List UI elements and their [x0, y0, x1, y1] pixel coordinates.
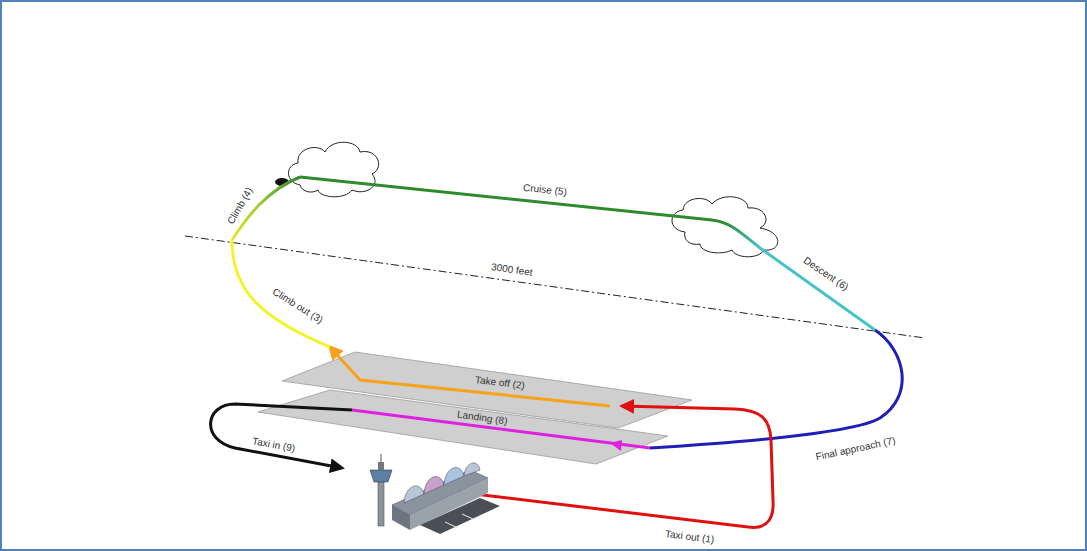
cloud: [288, 142, 777, 257]
runway: [258, 390, 668, 464]
climb-out-path: [232, 240, 330, 347]
take-off-path: [330, 347, 610, 406]
taxi-in-path: [211, 404, 352, 468]
final-approach-path: [650, 330, 902, 448]
terminal-building: [370, 454, 500, 534]
cruise-path: [300, 177, 712, 220]
landing-arrowhead: [610, 440, 622, 451]
descent-path: [712, 220, 875, 330]
